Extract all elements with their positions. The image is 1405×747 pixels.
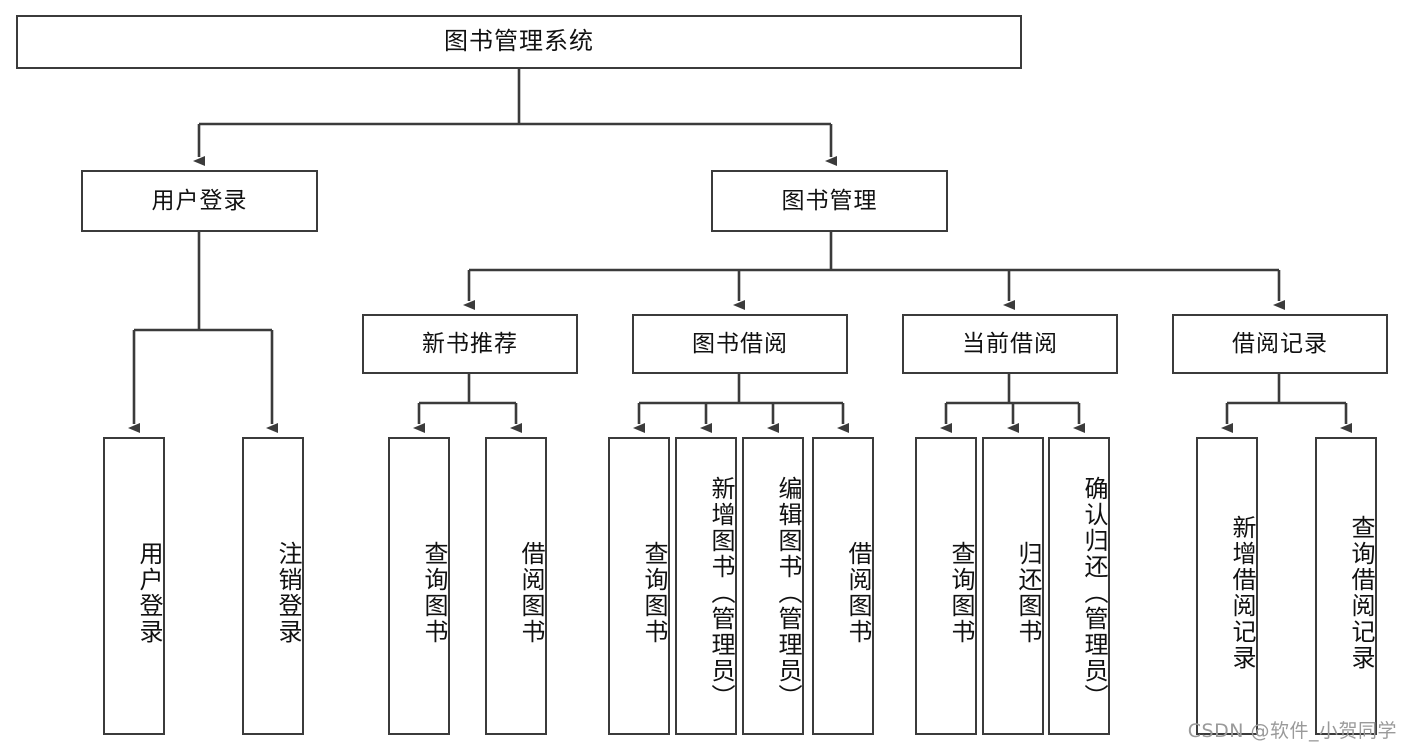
node-leaf-borrow-book-br-label: 借阅图书 bbox=[844, 541, 872, 645]
node-leaf-query-book-cb-label: 查询图书 bbox=[947, 541, 975, 645]
node-leaf-confirm-return[interactable]: 确认归还（管理员） bbox=[1048, 437, 1110, 735]
node-leaf-user-logout-label: 注销登录 bbox=[274, 541, 302, 645]
node-current-borrow-label: 当前借阅 bbox=[962, 330, 1058, 357]
node-borrow-record-label: 借阅记录 bbox=[1232, 330, 1328, 357]
node-book-manage[interactable]: 图书管理 bbox=[711, 170, 948, 232]
node-leaf-query-book-rec-label: 查询图书 bbox=[420, 541, 448, 645]
node-leaf-query-book-br[interactable]: 查询图书 bbox=[608, 437, 670, 735]
node-leaf-add-book-label: 新增图书（管理员） bbox=[707, 476, 735, 710]
node-leaf-add-book[interactable]: 新增图书（管理员） bbox=[675, 437, 737, 735]
node-leaf-confirm-return-label: 确认归还（管理员） bbox=[1080, 476, 1108, 710]
node-new-book-recommend[interactable]: 新书推荐 bbox=[362, 314, 578, 374]
node-leaf-edit-book[interactable]: 编辑图书（管理员） bbox=[742, 437, 804, 735]
node-leaf-query-record[interactable]: 查询借阅记录 bbox=[1315, 437, 1377, 735]
node-leaf-query-book-br-label: 查询图书 bbox=[640, 541, 668, 645]
node-leaf-query-book-rec[interactable]: 查询图书 bbox=[388, 437, 450, 735]
node-leaf-borrow-book-rec[interactable]: 借阅图书 bbox=[485, 437, 547, 735]
node-book-borrow[interactable]: 图书借阅 bbox=[632, 314, 848, 374]
node-leaf-user-logout[interactable]: 注销登录 bbox=[242, 437, 304, 735]
node-book-borrow-label: 图书借阅 bbox=[692, 330, 788, 357]
node-root-label: 图书管理系统 bbox=[444, 27, 594, 56]
node-leaf-edit-book-label: 编辑图书（管理员） bbox=[774, 476, 802, 710]
node-user-login[interactable]: 用户登录 bbox=[81, 170, 318, 232]
node-leaf-borrow-book-br[interactable]: 借阅图书 bbox=[812, 437, 874, 735]
node-leaf-add-record[interactable]: 新增借阅记录 bbox=[1196, 437, 1258, 735]
node-leaf-user-login-label: 用户登录 bbox=[135, 541, 163, 645]
node-root[interactable]: 图书管理系统 bbox=[16, 15, 1022, 69]
node-leaf-query-book-cb[interactable]: 查询图书 bbox=[915, 437, 977, 735]
node-borrow-record[interactable]: 借阅记录 bbox=[1172, 314, 1388, 374]
node-leaf-return-book-label: 归还图书 bbox=[1014, 541, 1042, 645]
node-user-login-label: 用户登录 bbox=[151, 187, 248, 214]
watermark: CSDN @软件_小贺同学 bbox=[1187, 720, 1397, 742]
node-book-manage-label: 图书管理 bbox=[781, 187, 878, 214]
node-leaf-borrow-book-rec-label: 借阅图书 bbox=[517, 541, 545, 645]
node-leaf-return-book[interactable]: 归还图书 bbox=[982, 437, 1044, 735]
node-leaf-query-record-label: 查询借阅记录 bbox=[1347, 515, 1375, 671]
node-current-borrow[interactable]: 当前借阅 bbox=[902, 314, 1118, 374]
node-new-book-recommend-label: 新书推荐 bbox=[422, 330, 518, 357]
node-leaf-add-record-label: 新增借阅记录 bbox=[1228, 515, 1256, 671]
node-leaf-user-login[interactable]: 用户登录 bbox=[103, 437, 165, 735]
